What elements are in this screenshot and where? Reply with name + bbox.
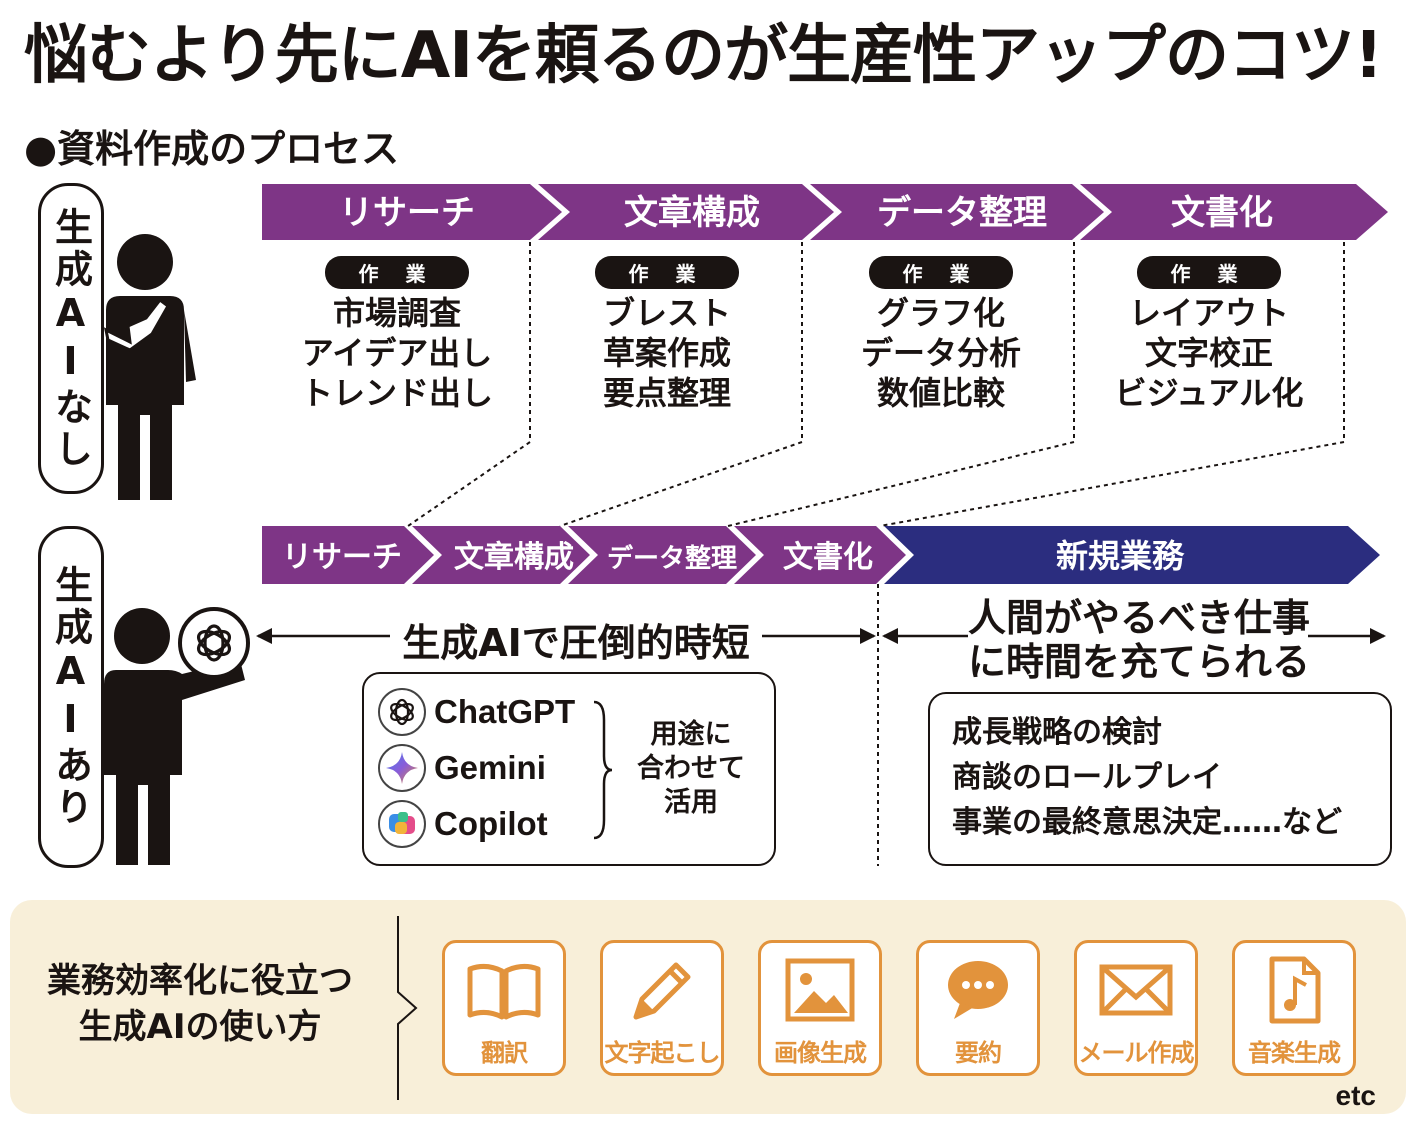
task-line: データ分析 (860, 334, 1021, 372)
use-card-transcription: 文字起こし (600, 940, 724, 1076)
person-with-ai-icon (104, 608, 245, 865)
task-line: 文字校正 (1144, 334, 1273, 372)
purpose-line: 用途に (650, 719, 732, 750)
book-icon (467, 963, 541, 1020)
main-title: 悩むより先にAIを頼るのが生産性アップのコツ! (24, 19, 1383, 93)
ai-tools-box: ChatGPT Gemini C (362, 672, 776, 866)
section-title: ●資料作成のプロセス (24, 127, 400, 171)
task-line: ブレスト (602, 294, 731, 332)
panel-divider (397, 916, 418, 1100)
purpose-line: 合わせて (637, 753, 745, 784)
task-line: 数値比較 (876, 374, 1005, 412)
stage-label: 文章構成 (624, 193, 760, 233)
task-column-data: 作 業 グラフ化 データ分析 数値比較 (806, 256, 1076, 413)
tool-name: ChatGPT (434, 693, 576, 730)
human-work-line: 人間がやるべき仕事 (968, 596, 1311, 640)
task-column-document: 作 業 レイアウト 文字校正 ビジュアル化 (1074, 256, 1344, 413)
task-line: レイアウト (1128, 294, 1289, 332)
stage-label: 文章構成 (454, 540, 574, 575)
curly-brace (593, 700, 613, 840)
stage-shape-structure (412, 526, 590, 584)
task-badge: 作 業 (1136, 256, 1282, 289)
pencil-icon (633, 962, 691, 1020)
task-badge: 作 業 (868, 256, 1014, 289)
task-line: 草案作成 (602, 334, 731, 372)
tool-row: Gemini (378, 740, 575, 796)
chatgpt-icon (378, 688, 426, 736)
with-ai-process-bar: リサーチ 文章構成 データ整理 文書化 新規業務 (262, 526, 1380, 584)
stage-label: 文書化 (1171, 193, 1273, 233)
new-task-item: 商談のロールプレイ (952, 760, 1222, 795)
stage-shape-data (810, 184, 1104, 240)
stage-shape-research (262, 526, 434, 584)
thinking-person-icon (103, 234, 196, 500)
stage-label: データ整理 (607, 543, 737, 574)
use-cases-label: 業務効率化に役立つ 生成AIの使い方 (30, 958, 370, 1050)
tool-row: Copilot (378, 796, 575, 852)
music-file-icon (1269, 956, 1321, 1024)
use-card-email: メール作成 (1074, 940, 1198, 1076)
use-card-image-generation: 画像生成 (758, 940, 882, 1076)
task-line: ビジュアル化 (1114, 374, 1304, 412)
tool-name: Gemini (434, 749, 546, 786)
stage-label: リサーチ (282, 540, 402, 575)
task-column-structure: 作 業 ブレスト 草案作成 要点整理 (532, 256, 802, 413)
task-line: 市場調査 (332, 294, 461, 332)
stage-label: 新規業務 (1056, 537, 1185, 575)
stage-shape-structure (538, 184, 834, 240)
stage-shape-data (568, 526, 756, 584)
gemini-icon (378, 744, 426, 792)
use-cases-label-line: 業務効率化に役立つ (47, 961, 353, 1001)
time-saving-label: 生成AIで圧倒的時短 (390, 612, 762, 667)
without-ai-label: 生成AIなし (48, 206, 93, 471)
purpose-line: 活用 (664, 787, 718, 818)
use-label: 画像生成 (774, 1039, 867, 1067)
task-line: グラフ化 (876, 294, 1005, 332)
use-label: 翻訳 (481, 1039, 528, 1067)
task-badge: 作 業 (594, 256, 740, 289)
stage-shape-document (1080, 184, 1388, 240)
chatgpt-logo-icon (178, 607, 250, 679)
use-card-music-generation: 音楽生成 (1232, 940, 1356, 1076)
new-task-item: 事業の最終意思決定……など (952, 805, 1342, 840)
copilot-icon (378, 800, 426, 848)
tool-list: ChatGPT Gemini C (378, 684, 575, 852)
without-ai-process-bar: リサーチ 文章構成 データ整理 文書化 (262, 184, 1388, 240)
with-ai-label: 生成AIあり (48, 565, 93, 829)
envelope-icon (1099, 964, 1173, 1016)
use-label: 音楽生成 (1248, 1039, 1341, 1067)
use-card-translation: 翻訳 (442, 940, 566, 1076)
task-line: アイデア出し (301, 334, 493, 372)
with-ai-pill: 生成AIあり (38, 526, 104, 868)
use-card-summary: 要約 (916, 940, 1040, 1076)
human-work-label: 人間がやるべき仕事 に時間を充てられる (968, 596, 1311, 684)
human-work-line: に時間を充てられる (968, 640, 1311, 684)
purpose-text: 用途に 合わせて 活用 (626, 718, 756, 820)
task-line: 要点整理 (602, 374, 731, 412)
use-label: 要約 (955, 1039, 1002, 1067)
etc-label: etc (1335, 1080, 1376, 1111)
new-tasks-box: 成長戦略の検討 商談のロールプレイ 事業の最終意思決定……など (928, 692, 1392, 866)
stage-label: データ整理 (877, 193, 1047, 233)
new-task-item: 成長戦略の検討 (952, 715, 1162, 750)
task-column-research: 作 業 市場調査 アイデア出し トレンド出し (262, 256, 532, 413)
use-label: メール作成 (1078, 1039, 1195, 1067)
stage-label: 文書化 (783, 540, 873, 575)
stage-shape-document (734, 526, 906, 584)
tool-name: Copilot (434, 805, 548, 842)
stage-shape-new-work (884, 526, 1380, 584)
new-task-list: 成長戦略の検討 商談のロールプレイ 事業の最終意思決定……など (952, 710, 1342, 845)
without-ai-pill: 生成AIなし (38, 183, 104, 494)
task-line: トレンド出し (300, 374, 493, 412)
tool-row: ChatGPT (378, 684, 575, 740)
image-icon (785, 958, 855, 1022)
stage-shape-research (262, 184, 562, 240)
compression-connectors (407, 242, 1345, 866)
stage-label: リサーチ (339, 193, 475, 233)
task-badge: 作 業 (324, 256, 470, 289)
use-label: 文字起こし (604, 1039, 721, 1067)
use-cases-label-line: 生成AIの使い方 (78, 1007, 322, 1047)
speech-bubble-icon (948, 961, 1008, 1019)
